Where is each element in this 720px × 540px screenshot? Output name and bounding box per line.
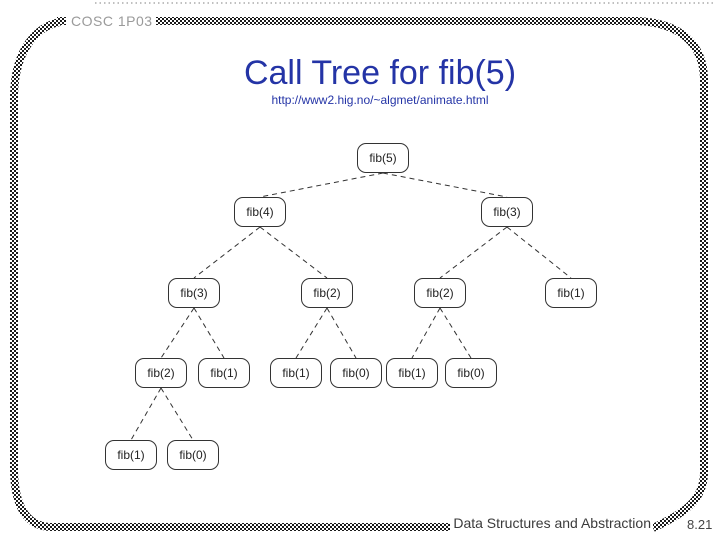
- tree-node: fib(2): [135, 358, 187, 388]
- title-block: Call Tree for fib(5) http://www2.hig.no/…: [40, 55, 720, 108]
- tree-edge: [295, 307, 328, 359]
- tree-edge: [130, 387, 162, 441]
- tree-node: fib(3): [481, 197, 533, 227]
- tree-edge: [160, 307, 195, 359]
- tree-edge: [259, 172, 384, 198]
- tree-node: fib(5): [357, 143, 409, 173]
- tree-node: fib(3): [168, 278, 220, 308]
- tree-node: fib(1): [386, 358, 438, 388]
- tree-edge: [193, 307, 225, 359]
- tree-node: fib(2): [301, 278, 353, 308]
- tree-edge: [439, 307, 472, 359]
- tree-edge: [382, 172, 508, 198]
- tree-node: fib(0): [330, 358, 382, 388]
- tree-node: fib(4): [234, 197, 286, 227]
- tree-edge: [326, 307, 357, 359]
- tree-edge: [193, 226, 261, 279]
- page-number: 8.21: [687, 517, 713, 532]
- tree-edge: [160, 387, 194, 441]
- tree-node: fib(1): [105, 440, 157, 470]
- tree-node: fib(0): [445, 358, 497, 388]
- tree-node: fib(0): [167, 440, 219, 470]
- tree-edge: [506, 226, 572, 279]
- tree-node: fib(2): [414, 278, 466, 308]
- tree-node: fib(1): [270, 358, 322, 388]
- page-title: Call Tree for fib(5): [243, 54, 517, 92]
- course-code: COSC 1P03: [68, 13, 156, 29]
- tree-node: fib(1): [545, 278, 597, 308]
- title-url-link[interactable]: http://www2.hig.no/~algmet/animate.html: [271, 93, 489, 107]
- tree-node: fib(1): [198, 358, 250, 388]
- tree-edge: [411, 307, 441, 359]
- footer-text: Data Structures and Abstraction: [451, 515, 653, 531]
